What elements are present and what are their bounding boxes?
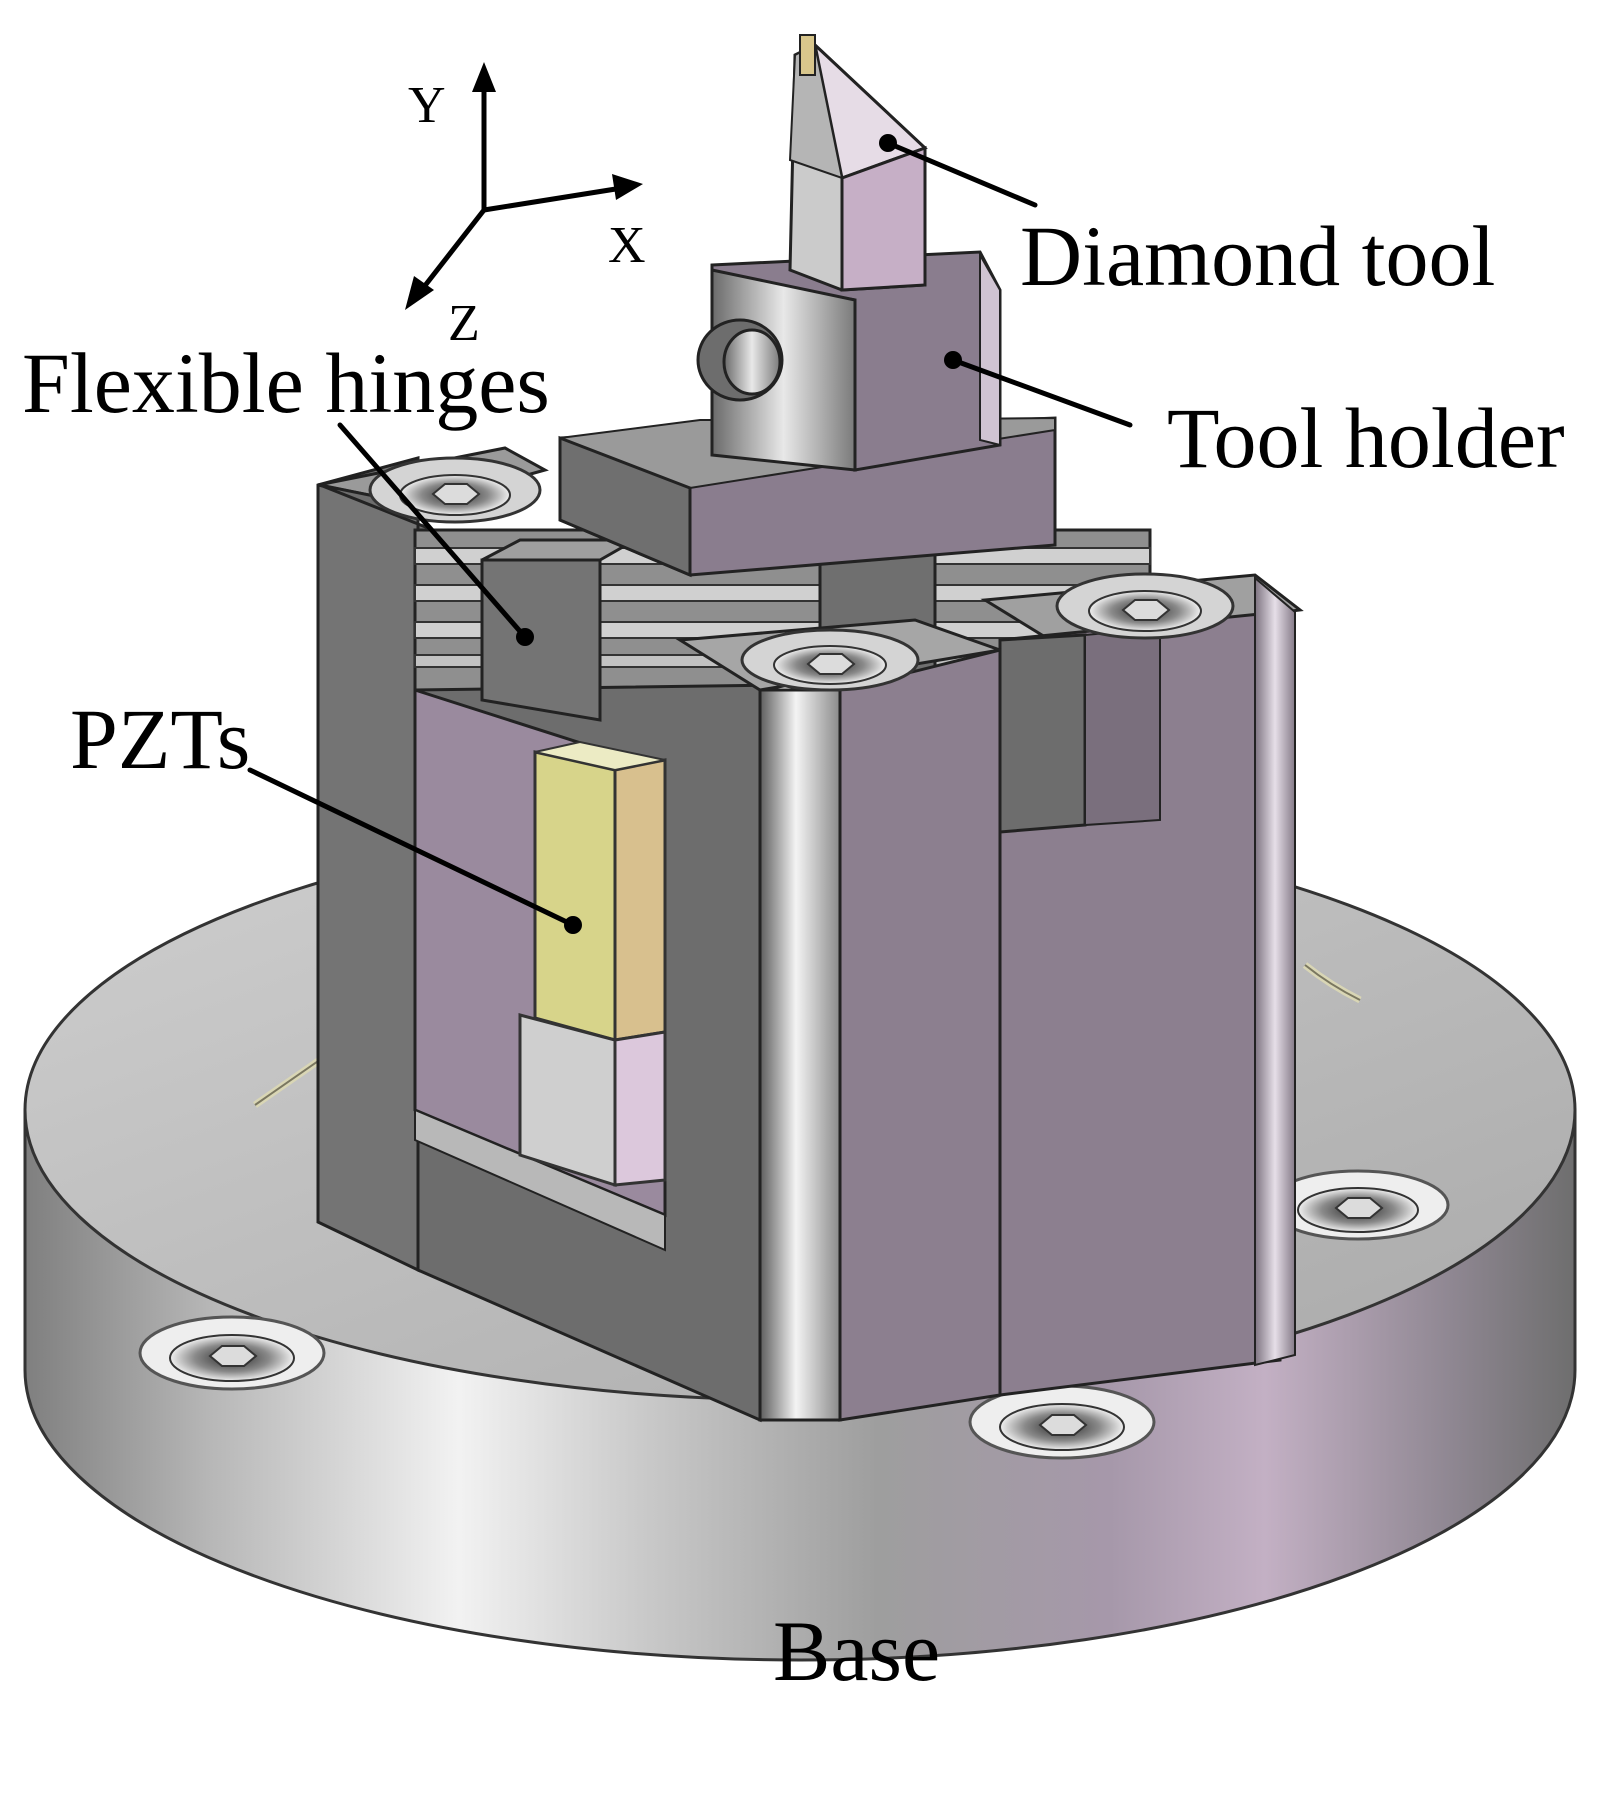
tool-holder-leader xyxy=(950,357,1133,428)
base-label: Base xyxy=(773,1603,940,1699)
z-axis-label: Z xyxy=(448,295,480,352)
diamond-tool-leader xyxy=(885,140,1038,208)
coordinate-axes: Y X Z xyxy=(405,62,646,352)
y-axis-label: Y xyxy=(408,77,446,134)
right-frame xyxy=(980,572,1304,1397)
base-bolt-hole xyxy=(1266,1169,1450,1241)
diamond-tool-marker xyxy=(879,134,897,152)
base-bolt-hole xyxy=(968,1384,1156,1460)
pzts-label: PZTs xyxy=(70,691,250,787)
flexible-hinges-marker xyxy=(516,628,534,646)
flexible-hinges-label: Flexible hinges xyxy=(22,335,550,431)
pzt-stack xyxy=(518,740,667,1188)
tool-holder-label: Tool holder xyxy=(1167,390,1565,486)
tool-holder xyxy=(558,250,1057,578)
center-front-block xyxy=(675,618,1002,1422)
diamond-tool-label: Diamond tool xyxy=(1020,208,1495,304)
x-axis-arrow-icon xyxy=(612,174,643,200)
z-axis-arrow-icon xyxy=(405,276,434,310)
pzts-leader xyxy=(247,767,576,928)
leader-lines xyxy=(247,134,1133,934)
y-axis-arrow-icon xyxy=(472,62,496,92)
diamond-tool xyxy=(788,34,928,292)
flexible-hinges-leader xyxy=(337,422,528,640)
component-labels: Diamond tool Tool holder Flexible hinges… xyxy=(22,208,1565,1699)
pzts-marker xyxy=(564,916,582,934)
tool-holder-marker xyxy=(944,351,962,369)
x-axis-label: X xyxy=(608,217,646,274)
base-bolt-hole xyxy=(138,1315,326,1391)
